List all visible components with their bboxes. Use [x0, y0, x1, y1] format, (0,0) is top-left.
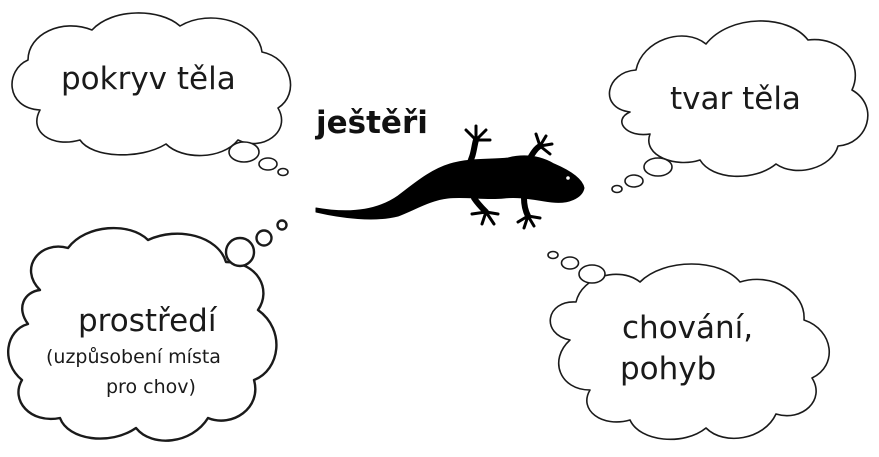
bubble-bl-2: [255, 229, 273, 247]
bubble-tr-3: [611, 184, 623, 194]
diagram-title: ještěři: [316, 105, 428, 141]
cloud-bottom-left-detail-1: (uzpůsobení místa: [46, 346, 221, 368]
bubble-tr-2: [624, 174, 644, 188]
bubble-tl-3: [277, 167, 289, 177]
cloud-bottom-left: [7, 226, 278, 442]
cloud-bottom-left-label: prostředí: [78, 303, 217, 339]
cloud-top-left-label: pokryv těla: [61, 61, 236, 97]
cloud-bottom-left-detail-2: pro chov): [106, 376, 196, 398]
bubble-br-3: [547, 250, 559, 260]
lizard-silhouette-icon: [315, 124, 585, 230]
cloud-top-right: [608, 20, 869, 178]
bubble-br-1: [578, 264, 606, 284]
cloud-bottom-right: [549, 263, 830, 441]
bubble-tl-2: [258, 157, 278, 171]
cloud-top-right-label: tvar těla: [670, 81, 801, 117]
bubble-tl-1: [228, 141, 260, 163]
bubble-bl-3: [276, 219, 288, 231]
cloud-bottom-right-line-2: pohyb: [620, 351, 717, 387]
cloud-bottom-right-line-1: chování,: [622, 310, 754, 346]
bubble-br-2: [560, 256, 580, 270]
bubble-tr-1: [643, 157, 673, 177]
bubble-bl-1: [224, 236, 256, 268]
cloud-top-left: [11, 12, 292, 157]
